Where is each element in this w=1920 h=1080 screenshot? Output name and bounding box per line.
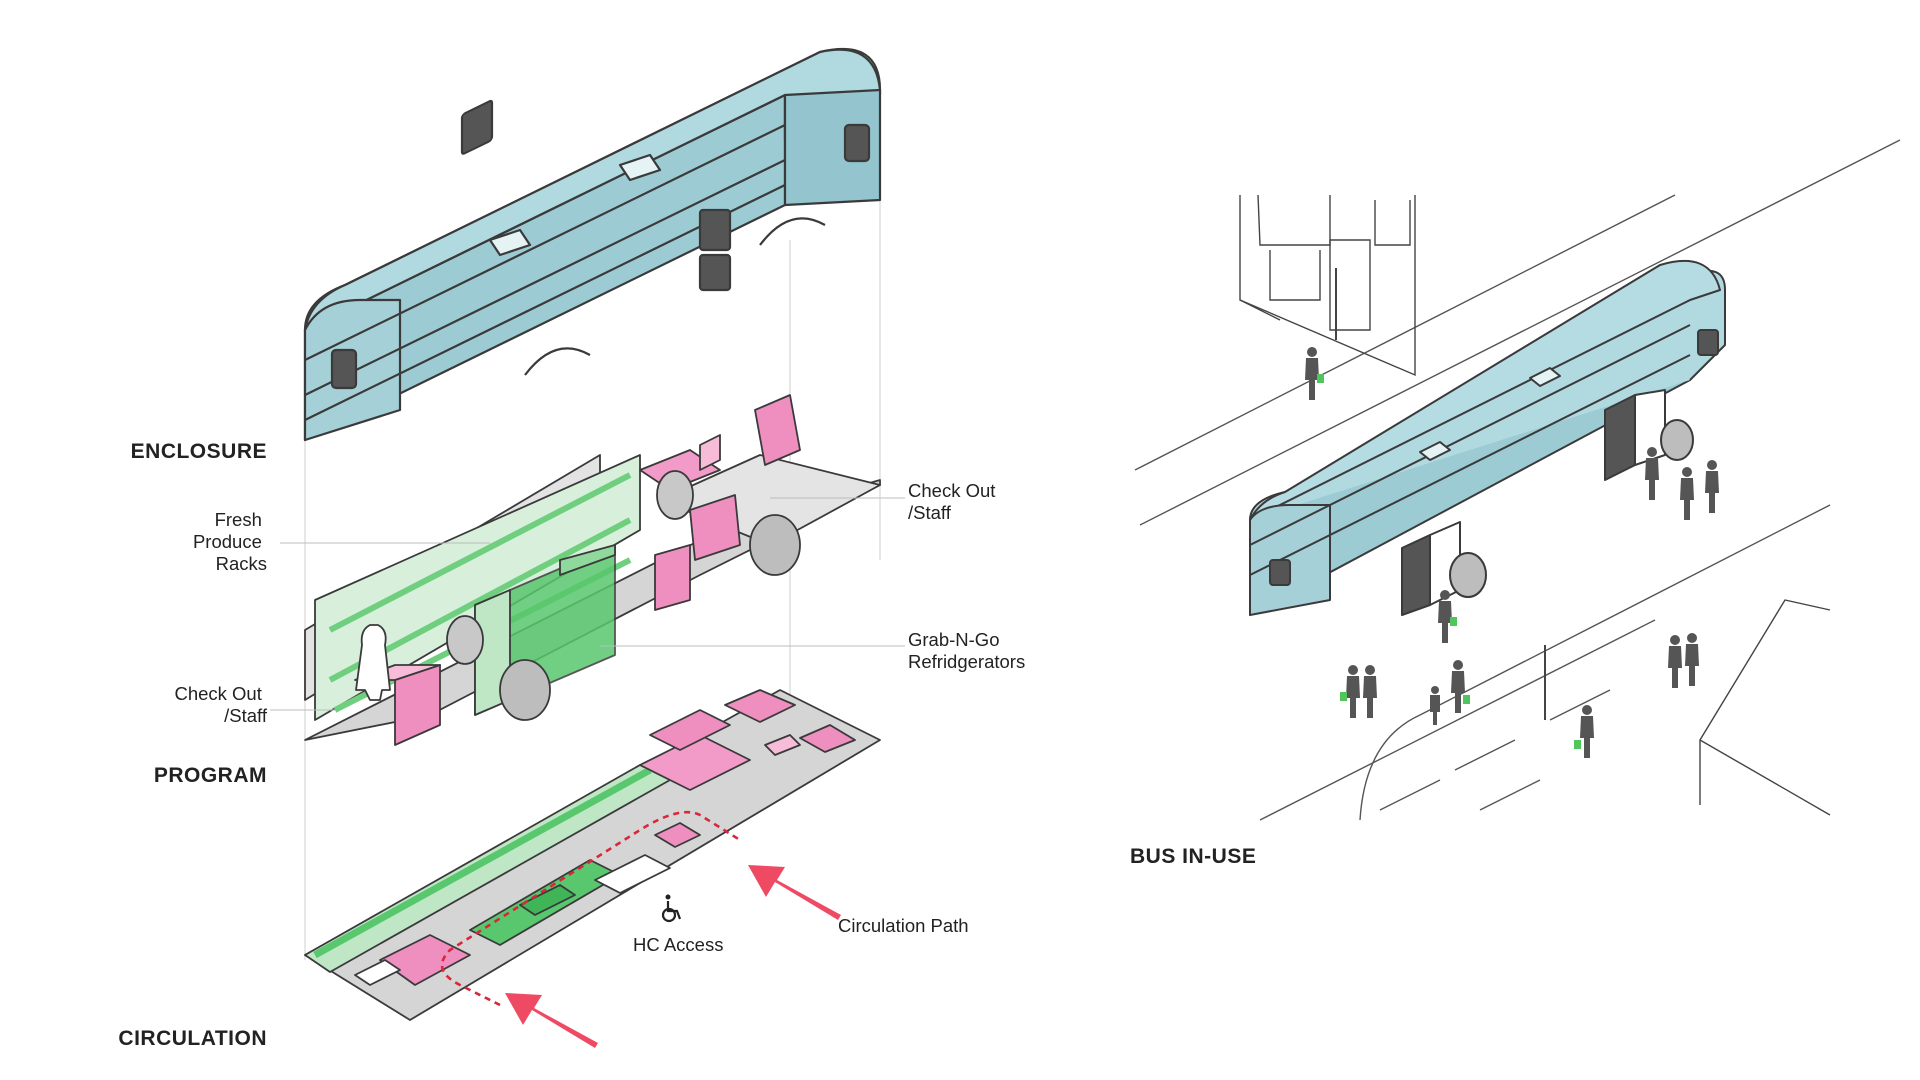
callout-checkout-left: Check Out /Staff (174, 683, 267, 726)
wheelchair-icon (661, 894, 682, 923)
program-blocks (354, 394, 801, 746)
callout-fresh-produce: Fresh Produce Racks (193, 509, 267, 574)
street-scene (1134, 139, 1901, 821)
circulation-path-line (440, 810, 741, 1007)
callout-circulation-path: Circulation Path (838, 915, 969, 936)
callout-hc-access: HC Access (633, 934, 723, 955)
staff-figure (355, 624, 391, 701)
section-label-program: PROGRAM (154, 764, 267, 787)
section-label-enclosure: ENCLOSURE (131, 440, 267, 463)
enclosure-bus (303, 47, 882, 442)
callout-grab-n-go: Grab-N-Go Refridgerators (908, 629, 1025, 672)
arrow-icon (748, 865, 841, 920)
circulation-floor (304, 689, 881, 1021)
callout-checkout-right: Check Out /Staff (908, 480, 1001, 523)
shoppers (1305, 347, 1719, 758)
in-use-bus (1249, 259, 1726, 616)
section-label-circulation: CIRCULATION (118, 1027, 267, 1050)
section-label-bus-in-use: BUS IN-USE (1130, 845, 1256, 868)
arrow-icon (505, 993, 598, 1048)
leader-lines (270, 497, 905, 711)
building (1239, 194, 1416, 377)
lamp-post (1335, 268, 1546, 720)
hc-ramp (594, 854, 671, 894)
building (1699, 599, 1831, 816)
program-bus (304, 394, 881, 746)
